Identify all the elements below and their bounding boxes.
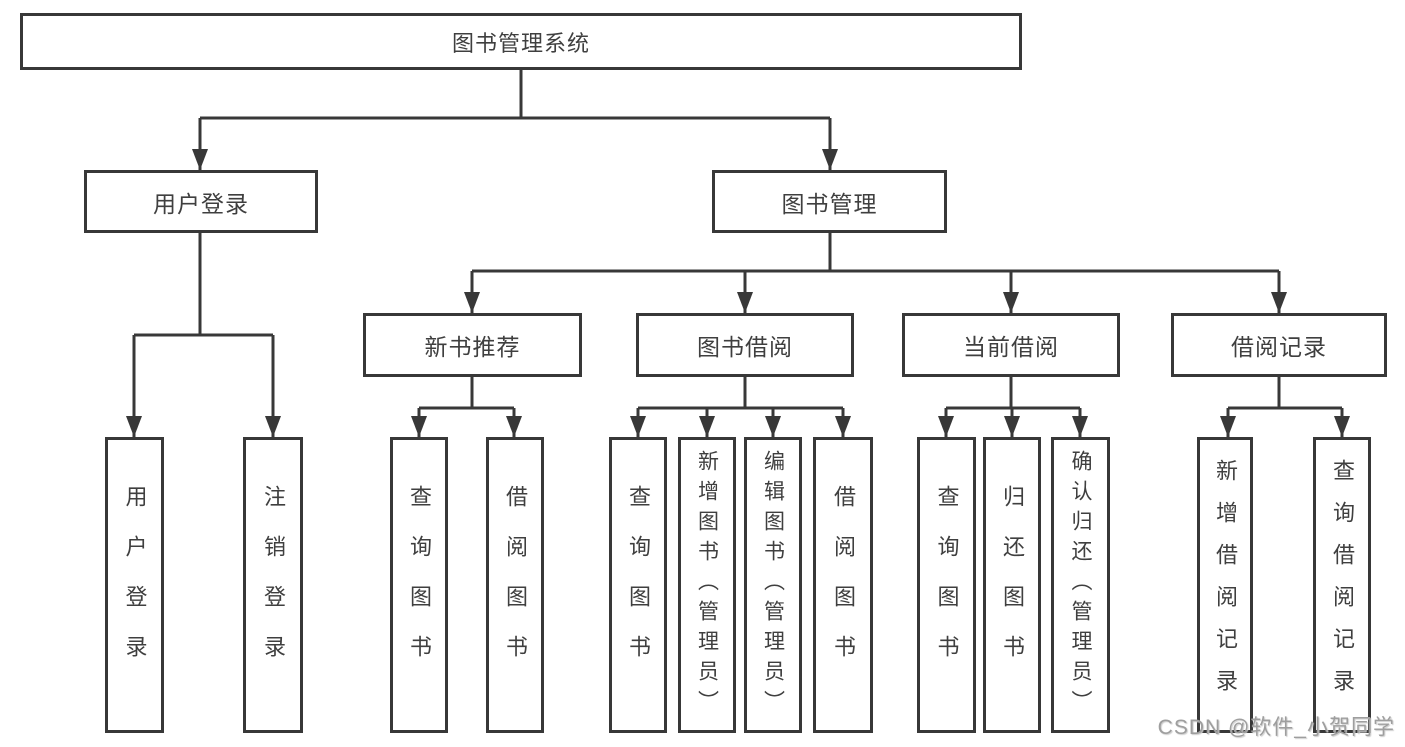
node-user-login-label: 用户登录 xyxy=(153,190,249,217)
leaf-add-book-admin-label: 新增图书（管理员） xyxy=(695,450,719,720)
leaf-recommend-borrow-book-label: 借阅图书 xyxy=(503,485,528,685)
leaf-borrow-book: 借阅图书 xyxy=(813,437,873,733)
leaf-current-query-book-label: 查询图书 xyxy=(934,485,960,685)
leaf-return-book-label: 归还图书 xyxy=(1000,485,1025,685)
node-new-book-recommend-label: 新书推荐 xyxy=(424,334,521,360)
leaf-edit-book-admin-label: 编辑图书（管理员） xyxy=(761,450,785,720)
leaf-query-borrow-record-label: 查询借阅记录 xyxy=(1330,459,1355,711)
connector-lines xyxy=(132,70,1344,437)
node-current-borrow: 当前借阅 xyxy=(902,313,1120,377)
node-root: 图书管理系统 xyxy=(20,13,1022,70)
leaf-confirm-return-admin: 确认归还（管理员） xyxy=(1051,437,1110,733)
leaf-recommend-query-book: 查询图书 xyxy=(390,437,448,733)
leaf-current-query-book: 查询图书 xyxy=(917,437,976,733)
arrowheads xyxy=(126,149,1350,437)
node-borrow-record-label: 借阅记录 xyxy=(1231,334,1327,360)
leaf-user-login: 用户登录 xyxy=(105,437,164,733)
leaf-confirm-return-admin-label: 确认归还（管理员） xyxy=(1069,450,1092,720)
leaf-borrow-query-book-label: 查询图书 xyxy=(626,485,651,685)
node-book-borrow: 图书借阅 xyxy=(636,313,854,377)
leaf-add-borrow-record-label: 新增借阅记录 xyxy=(1213,459,1238,711)
leaf-borrow-book-label: 借阅图书 xyxy=(831,485,856,685)
leaf-borrow-query-book: 查询图书 xyxy=(609,437,667,733)
csdn-watermark: CSDN @软件_小贺同学 xyxy=(1157,716,1395,739)
node-user-login: 用户登录 xyxy=(84,170,318,233)
leaf-return-book: 归还图书 xyxy=(983,437,1041,733)
leaf-logout: 注销登录 xyxy=(243,437,303,733)
leaf-add-book-admin: 新增图书（管理员） xyxy=(678,437,736,733)
node-current-borrow-label: 当前借阅 xyxy=(963,334,1059,360)
node-book-management-label: 图书管理 xyxy=(781,190,878,217)
node-borrow-record: 借阅记录 xyxy=(1171,313,1387,377)
leaf-edit-book-admin: 编辑图书（管理员） xyxy=(744,437,802,733)
node-new-book-recommend: 新书推荐 xyxy=(363,313,582,377)
leaf-recommend-borrow-book: 借阅图书 xyxy=(486,437,544,733)
leaf-query-borrow-record: 查询借阅记录 xyxy=(1313,437,1371,733)
leaf-add-borrow-record: 新增借阅记录 xyxy=(1197,437,1253,733)
node-book-management: 图书管理 xyxy=(712,170,947,233)
node-book-borrow-label: 图书借阅 xyxy=(697,334,793,360)
leaf-logout-label: 注销登录 xyxy=(261,485,286,685)
leaf-user-login-label: 用户登录 xyxy=(122,485,148,685)
node-root-label: 图书管理系统 xyxy=(451,30,590,56)
leaf-recommend-query-book-label: 查询图书 xyxy=(407,485,432,685)
